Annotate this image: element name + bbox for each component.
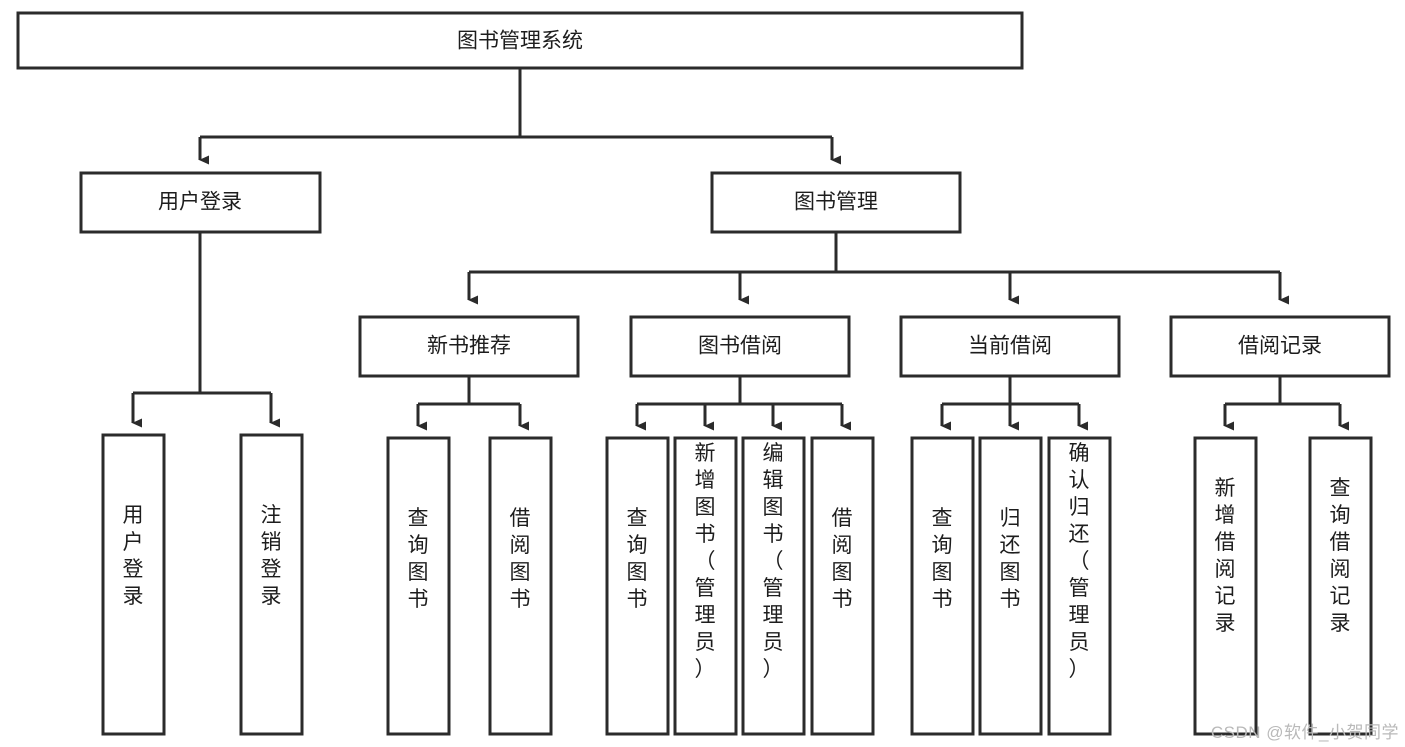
leaf-borrow-record-query[interactable]: 查询借阅记录 <box>1308 436 1373 736</box>
leaf-book-borrow-edit-book-label: 编辑图书（管理员） <box>763 442 784 681</box>
leaf-borrow-record-add[interactable]: 新增借阅记录 <box>1193 436 1258 736</box>
edge-group-bookborrow-to-leaves <box>635 376 851 431</box>
node-borrow-record[interactable]: 借阅记录 <box>1169 315 1391 378</box>
leaf-borrow-record-query-label: 查询借阅记录 <box>1330 477 1351 635</box>
leaf-book-borrow-borrow-book[interactable]: 借阅图书 <box>810 436 875 736</box>
leaf-borrow-record-add-label: 新增借阅记录 <box>1215 477 1236 635</box>
leaf-current-borrow-return-book-label: 归还图书 <box>1000 507 1021 611</box>
node-book-management-label: 图书管理 <box>794 191 878 214</box>
edge-group-booking-to-level2 <box>467 232 1289 305</box>
node-new-book-recommend-label: 新书推荐 <box>427 335 511 358</box>
leaf-new-book-query-book[interactable]: 查询图书 <box>386 436 451 736</box>
edge-group-borrowrecord-to-leaves <box>1223 376 1349 431</box>
leaf-user-login-logout[interactable]: 注销登录 <box>239 433 304 736</box>
node-current-borrow[interactable]: 当前借阅 <box>899 315 1121 378</box>
leaf-book-borrow-add-book-label: 新增图书（管理员） <box>695 442 716 681</box>
leaf-new-book-borrow-book-label: 借阅图书 <box>510 507 531 611</box>
leaf-book-borrow-add-book[interactable]: 新增图书（管理员） <box>673 436 738 736</box>
leaf-book-borrow-edit-book[interactable]: 编辑图书（管理员） <box>741 436 806 736</box>
leaf-book-borrow-query-book[interactable]: 查询图书 <box>605 436 670 736</box>
leaf-current-borrow-confirm-return[interactable]: 确认归还（管理员） <box>1047 436 1112 736</box>
node-root-label: 图书管理系统 <box>457 30 583 53</box>
edge-group-newbook-to-leaves <box>416 376 529 431</box>
node-book-management[interactable]: 图书管理 <box>710 171 962 234</box>
leaf-book-borrow-borrow-book-label: 借阅图书 <box>832 507 853 611</box>
leaf-book-borrow-query-book-label: 查询图书 <box>627 507 648 611</box>
edge-group-root-to-level1 <box>198 68 841 165</box>
edge-group-currentborrow-to-leaves <box>940 376 1088 431</box>
node-root-book-management-system[interactable]: 图书管理系统 <box>16 11 1024 70</box>
node-book-borrow-label: 图书借阅 <box>698 335 782 358</box>
leaf-current-borrow-return-book[interactable]: 归还图书 <box>978 436 1043 736</box>
leaf-current-borrow-query-book-label: 查询图书 <box>932 507 953 611</box>
node-borrow-record-label: 借阅记录 <box>1238 335 1322 358</box>
edge-group-userlogin-to-leaves <box>131 232 280 428</box>
node-user-login-label: 用户登录 <box>158 191 242 214</box>
leaf-user-login-login[interactable]: 用户登录 <box>101 433 166 736</box>
node-book-borrow[interactable]: 图书借阅 <box>629 315 851 378</box>
leaf-new-book-query-book-label: 查询图书 <box>408 507 429 611</box>
leaf-new-book-borrow-book[interactable]: 借阅图书 <box>488 436 553 736</box>
leaf-current-borrow-confirm-return-label: 确认归还（管理员） <box>1069 442 1090 681</box>
node-current-borrow-label: 当前借阅 <box>968 335 1052 358</box>
leaf-current-borrow-query-book[interactable]: 查询图书 <box>910 436 975 736</box>
csdn-watermark: CSDN @软件_小贺同学 <box>1210 723 1399 742</box>
leaf-user-login-login-label: 用户登录 <box>123 504 144 608</box>
node-user-login[interactable]: 用户登录 <box>79 171 322 234</box>
leaf-user-login-logout-label: 注销登录 <box>261 504 282 608</box>
node-new-book-recommend[interactable]: 新书推荐 <box>358 315 580 378</box>
